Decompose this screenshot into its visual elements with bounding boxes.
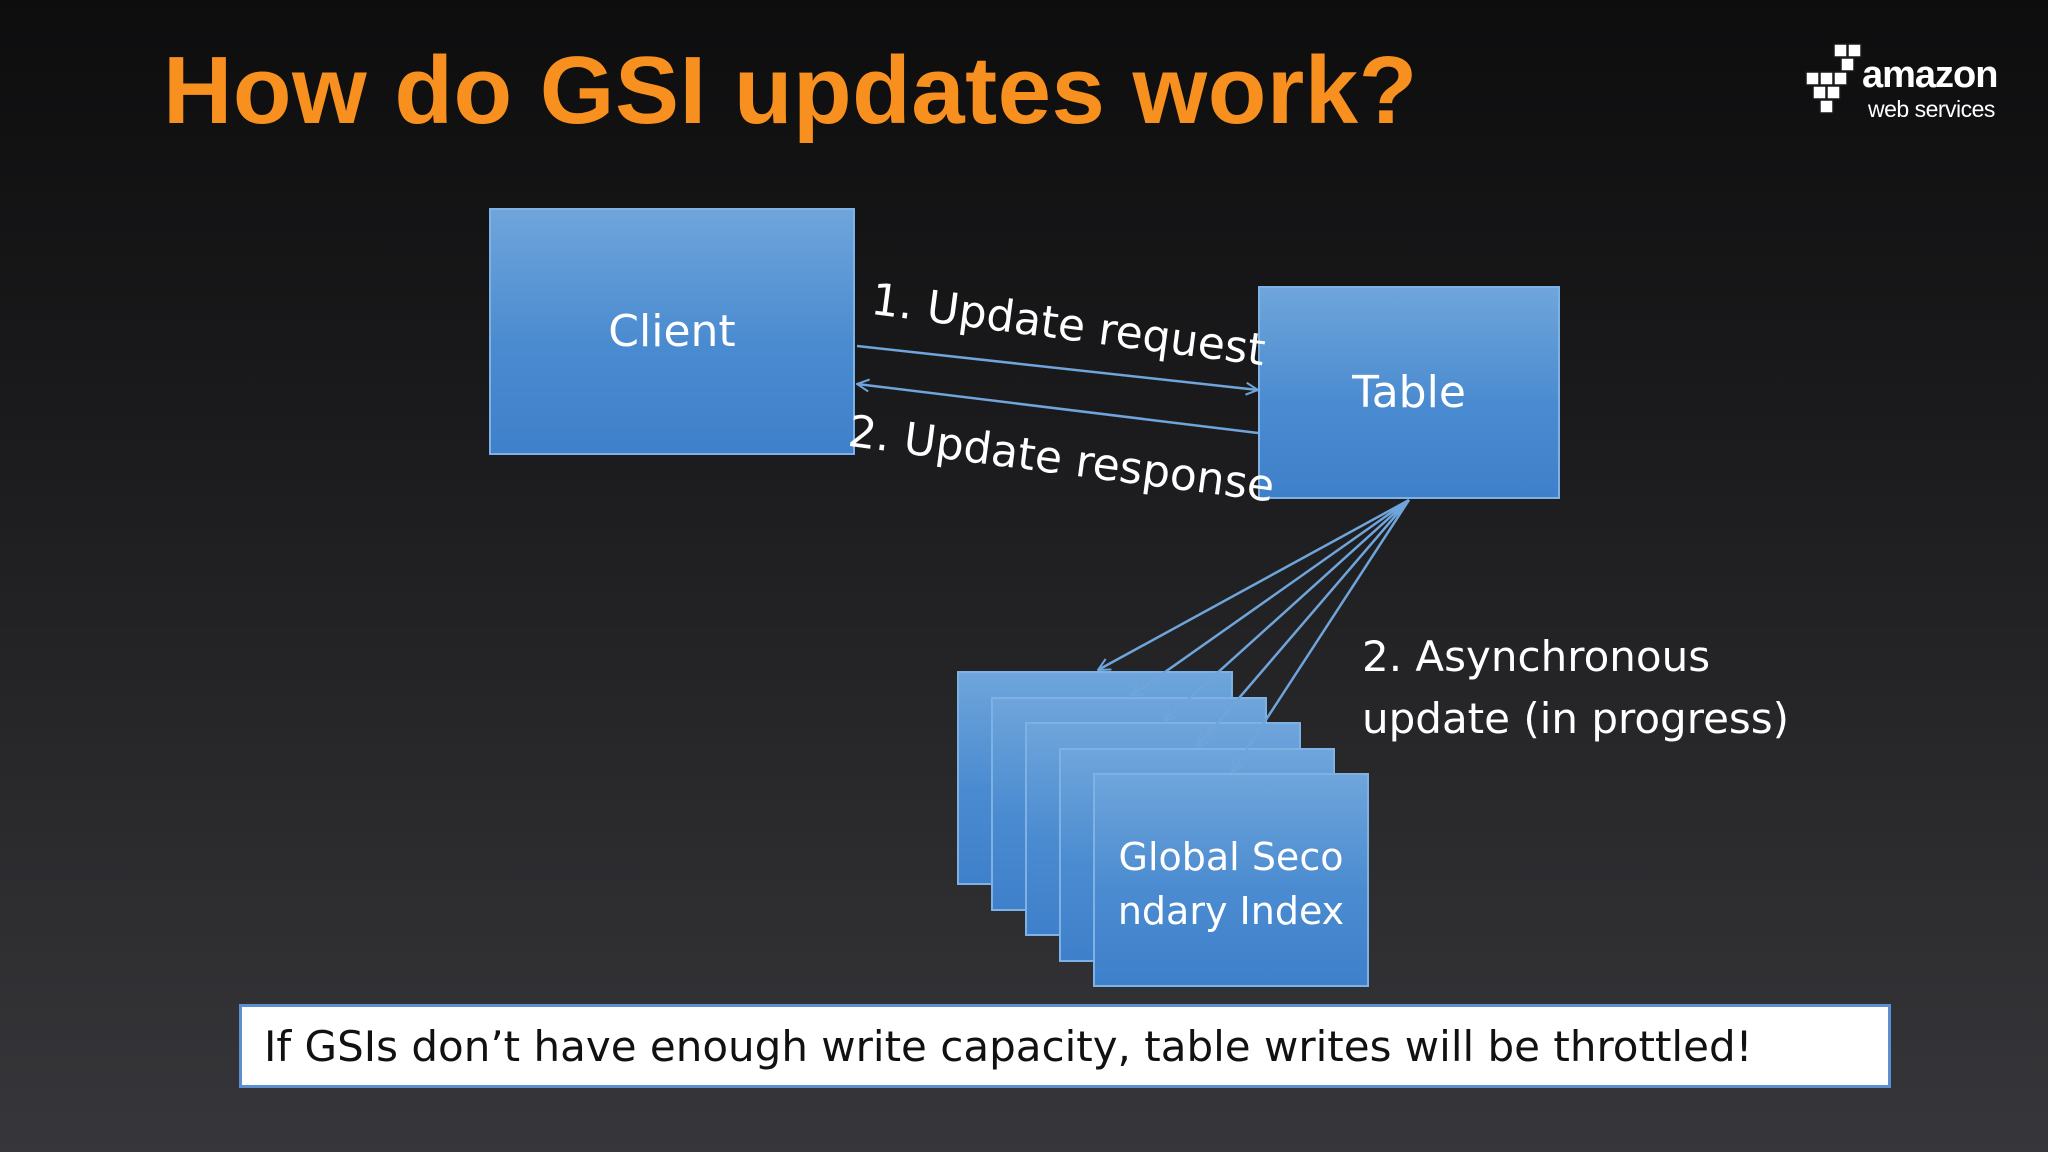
async-update-arrow-1 bbox=[1098, 498, 1410, 672]
update-response-arrow bbox=[857, 384, 1259, 435]
aws-cubes-icon bbox=[1805, 43, 1862, 114]
logo-wordmark: amazon bbox=[1862, 54, 1998, 96]
gsi-label-line-1: Global Seco bbox=[1118, 835, 1344, 879]
async-label-line-1: 2. Asynchronous bbox=[1362, 632, 1711, 681]
gsi-box: Global Seco ndary Index bbox=[1093, 773, 1369, 987]
gsi-label-line-2: ndary Index bbox=[1117, 889, 1345, 933]
async-update-arrow-4 bbox=[1197, 499, 1410, 747]
logo-subtitle: web services bbox=[1868, 96, 1995, 122]
async-label-line-2: update (in progress) bbox=[1362, 694, 1790, 743]
throttle-warning-note: If GSIs don’t have enough write capacity… bbox=[239, 1004, 1891, 1088]
update-request-arrow bbox=[856, 344, 1258, 390]
async-update-arrow-3 bbox=[1164, 499, 1410, 721]
async-update-arrow-2 bbox=[1131, 498, 1410, 696]
aws-logo: amazon web services bbox=[1804, 40, 2014, 124]
client-box: Client bbox=[489, 208, 855, 455]
table-box: Table bbox=[1258, 286, 1560, 499]
slide-title: How do GSI updates work? bbox=[163, 37, 1418, 144]
async-update-arrow-5 bbox=[1232, 499, 1411, 772]
async-update-label: 2. Asynchronous update (in progress) bbox=[1362, 626, 1789, 750]
